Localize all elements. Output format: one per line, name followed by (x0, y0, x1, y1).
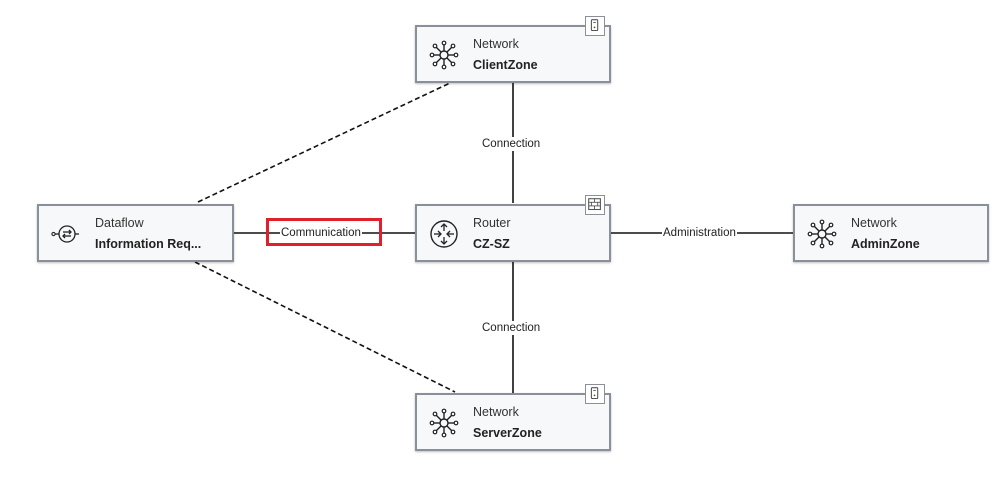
dataflow-edge-client[interactable] (197, 82, 451, 203)
node-admin-zone[interactable]: Network AdminZone (793, 204, 989, 262)
node-name: ServerZone (473, 426, 542, 440)
edge-label-client-router[interactable]: Connection (481, 137, 542, 151)
node-name: ClientZone (473, 58, 538, 72)
router-icon (430, 220, 458, 248)
device-badge-icon (585, 384, 605, 404)
node-kind: Network (473, 405, 519, 419)
dataflow-icon (51, 225, 79, 243)
edge-label-router-admin[interactable]: Administration (662, 226, 737, 240)
selection-highlight (266, 218, 382, 246)
dataflow-edge-server[interactable] (194, 261, 456, 393)
firewall-badge-icon (585, 195, 605, 215)
node-kind: Dataflow (95, 216, 144, 230)
network-hub-icon (429, 408, 459, 438)
node-dataflow[interactable]: Dataflow Information Req... (37, 204, 234, 262)
node-router[interactable]: Router CZ-SZ (415, 195, 611, 262)
device-badge-icon (585, 16, 605, 36)
edge-label-router-server[interactable]: Connection (481, 321, 542, 335)
node-client-zone[interactable]: Network ClientZone (415, 16, 611, 83)
edge-label-dataflow-router[interactable]: Communication (280, 226, 362, 240)
node-server-zone[interactable]: Network ServerZone (415, 384, 611, 451)
network-hub-icon (429, 40, 459, 70)
node-name: Information Req... (95, 237, 202, 251)
node-kind: Network (851, 216, 897, 230)
network-hub-icon (807, 219, 837, 249)
node-name: AdminZone (851, 237, 920, 251)
node-kind: Network (473, 37, 519, 51)
node-kind: Router (473, 216, 511, 230)
node-name: CZ-SZ (473, 237, 510, 251)
